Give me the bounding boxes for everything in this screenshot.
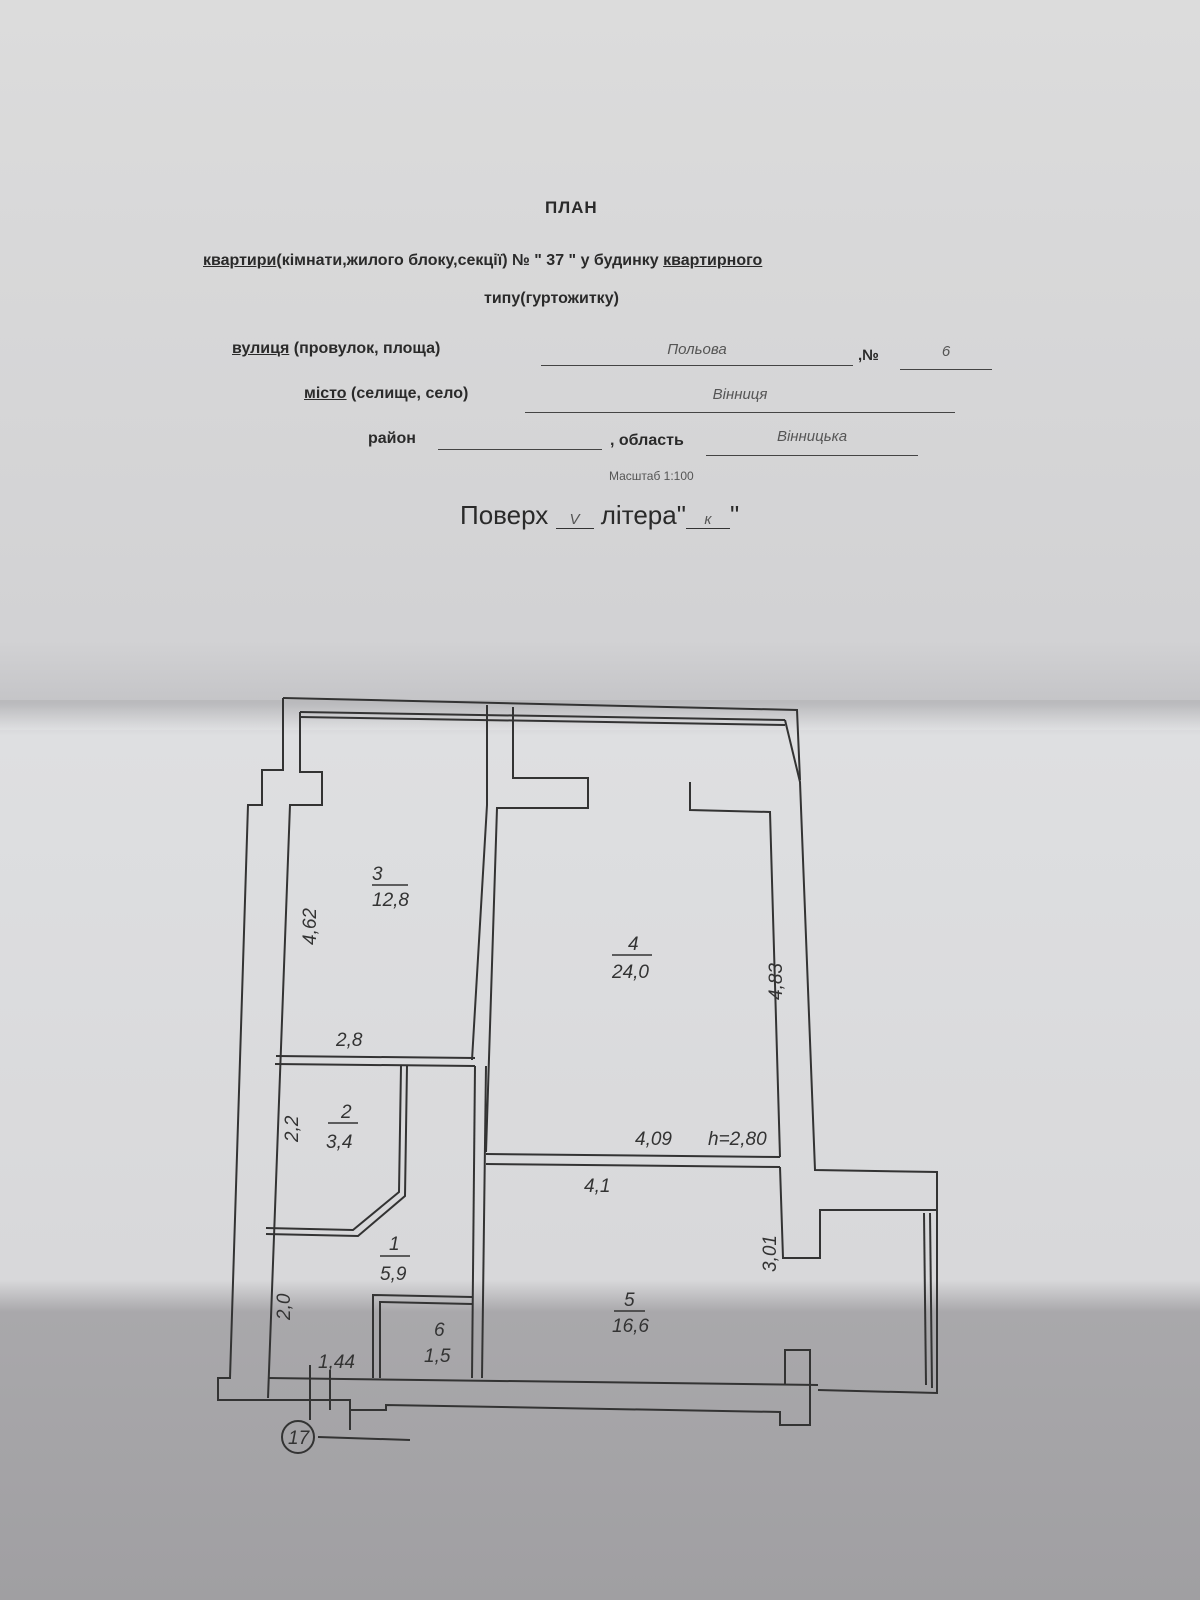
balcony-right-line [923, 1212, 927, 1386]
room6-walls-2 [379, 1300, 473, 1378]
axis-label: 17 [288, 1428, 311, 1449]
room5-area: 16,6 [612, 1316, 649, 1337]
pier-wall [779, 1166, 937, 1259]
letter-close: " [729, 500, 740, 530]
balcony-inner-line [299, 711, 786, 721]
street-value: Польова [541, 341, 853, 366]
city-value: Вінниця [525, 386, 955, 413]
city-label: місто (селище, село) [304, 385, 468, 403]
room6-number: 6 [434, 1320, 445, 1341]
dim-room3-height: 4,62 [300, 908, 321, 945]
dim-room3-width: 2,8 [335, 1030, 363, 1051]
letter-value: к [685, 511, 730, 529]
street-label-extra: (провулок, площа) [293, 340, 441, 357]
room4-area: 24,0 [611, 962, 649, 983]
room5-number: 5 [624, 1290, 635, 1311]
dim-room4-height: 4,83 [766, 963, 787, 1000]
district-label: район [368, 430, 416, 447]
room2-partition [265, 1065, 402, 1232]
axis-marker [281, 1420, 315, 1454]
room1-area: 5,9 [380, 1264, 407, 1285]
room2-partition-2 [265, 1065, 408, 1238]
apartment-after: " у будинку [568, 252, 659, 269]
region-label: , область [610, 432, 684, 449]
wall-room3-bottom-2 [274, 1063, 476, 1067]
district-value [438, 430, 602, 450]
floor-value: V [555, 511, 594, 529]
room2-area: 3,4 [326, 1132, 352, 1153]
apartment-line: квартири(кімнати,жилого блоку,секції) № … [203, 252, 762, 270]
outer-right-wall [784, 719, 938, 1395]
dim-room1-height: 2,0 [274, 1293, 295, 1321]
wall-room3-room4-left [471, 705, 488, 1061]
dim-ceiling-height: h=2,80 [708, 1129, 767, 1150]
balcony-inner-line-2 [299, 716, 786, 726]
wall-room4-room5-2 [485, 1163, 781, 1168]
room6-area: 1,5 [424, 1346, 451, 1367]
room2-number: 2 [340, 1102, 352, 1123]
region-value: Вінницька [706, 428, 918, 456]
wall-room4-room5 [485, 1153, 781, 1158]
dim-room4-width: 4,09 [635, 1129, 672, 1150]
apartment-middle: (кімнати,жилого блоку,секції) № " [276, 252, 542, 269]
dim-entry-width: 1,44 [318, 1352, 355, 1373]
dim-room2-height: 2,2 [282, 1115, 303, 1143]
wall-corridor-room5 [471, 1065, 476, 1379]
number-label: ,№ [858, 347, 879, 364]
city-label-extra: (селище, село) [351, 385, 469, 402]
floor-label: Поверх [460, 500, 549, 530]
dim-room5-width: 4,1 [584, 1176, 610, 1197]
document-title: ПЛАН [545, 198, 598, 217]
apartment-number: 37 [546, 252, 565, 269]
number-value: 6 [900, 343, 992, 370]
room3-number: 3 [372, 864, 383, 885]
wall-corridor-room5-2 [481, 1065, 487, 1379]
wall-room3-room4-right [485, 707, 589, 1153]
letter-label: літера" [600, 500, 686, 530]
type-line: типу(гуртожитку) [484, 290, 619, 307]
scale-label: Масштаб 1:100 [609, 469, 694, 483]
balcony-right-line-2 [929, 1212, 933, 1389]
room4-right-wall [689, 782, 781, 1158]
axis-line [317, 1436, 411, 1441]
room1-number: 1 [389, 1234, 400, 1255]
building-type: квартирного [663, 252, 763, 269]
bottom-inner-wall [267, 1377, 819, 1386]
dim-room5-height: 3,01 [760, 1235, 781, 1272]
street-label-main: вулиця [232, 340, 290, 357]
room6-walls [372, 1293, 473, 1378]
floor-line: Поверх V літера"к" [460, 500, 739, 531]
balcony-outline-top [282, 697, 801, 781]
room4-number: 4 [628, 934, 639, 955]
left-outer-wall [217, 698, 351, 1430]
left-inner-wall [267, 712, 323, 1399]
bottom-outer-wall [350, 1349, 811, 1426]
street-label: вулиця (провулок, площа) [232, 340, 440, 358]
apartment-prefix: квартири [203, 252, 277, 269]
city-label-main: місто [304, 385, 347, 402]
room3-area: 12,8 [372, 890, 409, 911]
wall-room3-bottom [275, 1055, 476, 1059]
